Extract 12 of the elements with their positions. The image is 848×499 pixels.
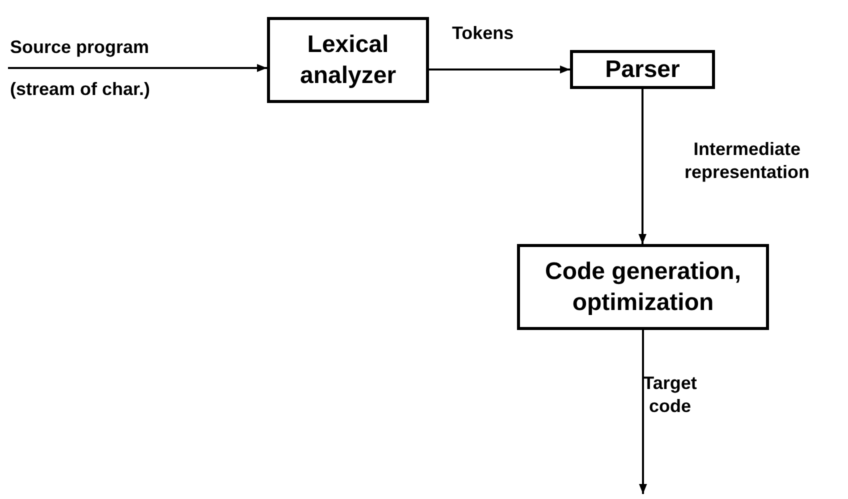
edge-label: Target code (642, 372, 698, 417)
edge-label: Tokens (452, 22, 515, 44)
edge-label: Source program (10, 36, 150, 58)
process-box: Code generation, optimization (517, 244, 769, 330)
arrow (8, 64, 267, 72)
arrow (639, 330, 647, 494)
process-box: Lexical analyzer (267, 17, 429, 103)
note-text: (stream of char.) (10, 78, 150, 100)
arrow (638, 89, 646, 244)
process-box: Parser (570, 50, 715, 89)
edge-label: Intermediate representation (683, 138, 811, 183)
arrow (429, 66, 570, 74)
